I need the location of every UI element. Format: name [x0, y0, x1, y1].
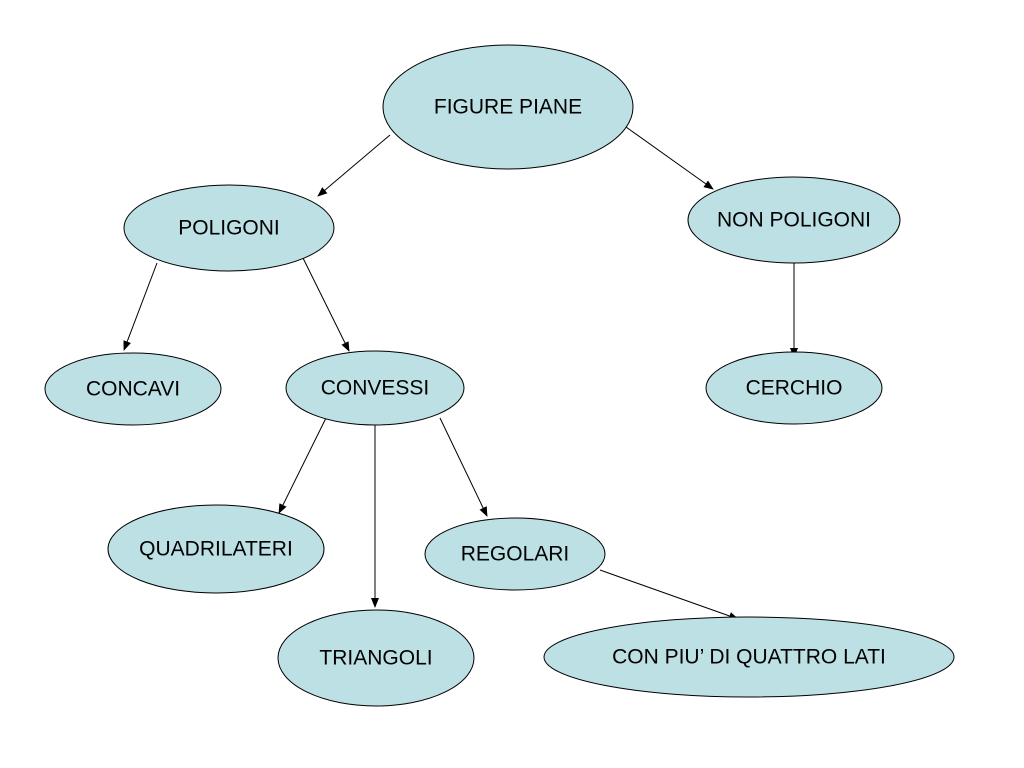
node-convessi-shape — [285, 350, 465, 426]
edge-poligoni-concavi — [123, 262, 158, 351]
node-figure-piane-label: FIGURE PIANE — [434, 96, 582, 119]
edge-convessi-regolari — [439, 417, 488, 517]
node-convessi-label: CONVESSI — [321, 377, 430, 400]
node-concavi-label: CONCAVI — [86, 378, 180, 401]
node-concavi-shape — [44, 352, 222, 426]
node-quadrilateri-label: QUADRILATERI — [139, 538, 293, 561]
node-poligoni-label: POLIGONI — [178, 217, 280, 240]
node-quadrilateri-shape — [107, 504, 325, 594]
node-non-poligoni: NON POLIGONI — [687, 176, 901, 264]
node-con-piu-di-quattro-lati-shape — [543, 616, 955, 698]
node-cerchio: CERCHIO — [705, 351, 883, 425]
node-quadrilateri: QUADRILATERI — [107, 504, 325, 594]
node-cerchio-shape — [705, 351, 883, 425]
node-poligoni: POLIGONI — [123, 184, 335, 272]
node-triangoli-label: TRIANGOLI — [319, 647, 432, 670]
edges-layer — [123, 126, 798, 620]
node-cerchio-label: CERCHIO — [746, 377, 843, 400]
node-non-poligoni-label: NON POLIGONI — [717, 209, 871, 232]
node-figure-piane: FIGURE PIANE — [382, 44, 634, 170]
node-concavi: CONCAVI — [44, 352, 222, 426]
node-con-piu-di-quattro-lati: CON PIU’ DI QUATTRO LATI — [543, 616, 955, 698]
edge-regolari-con-piu — [599, 569, 739, 620]
node-regolari: REGOLARI — [424, 517, 606, 591]
node-figure-piane-shape — [382, 44, 634, 170]
node-regolari-label: REGOLARI — [461, 543, 570, 566]
node-triangoli: TRIANGOLI — [277, 609, 475, 707]
node-con-piu-di-quattro-lati-label: CON PIU’ DI QUATTRO LATI — [612, 646, 886, 669]
node-regolari-shape — [424, 517, 606, 591]
edge-figure-piane-non-poligoni — [625, 126, 714, 190]
node-poligoni-shape — [123, 184, 335, 272]
edge-convessi-quadrilateri — [278, 417, 327, 514]
node-triangoli-shape — [277, 609, 475, 707]
node-non-poligoni-shape — [687, 176, 901, 264]
edge-figure-piane-poligoni — [317, 134, 391, 197]
node-convessi: CONVESSI — [285, 350, 465, 426]
edge-poligoni-convessi — [301, 255, 350, 352]
